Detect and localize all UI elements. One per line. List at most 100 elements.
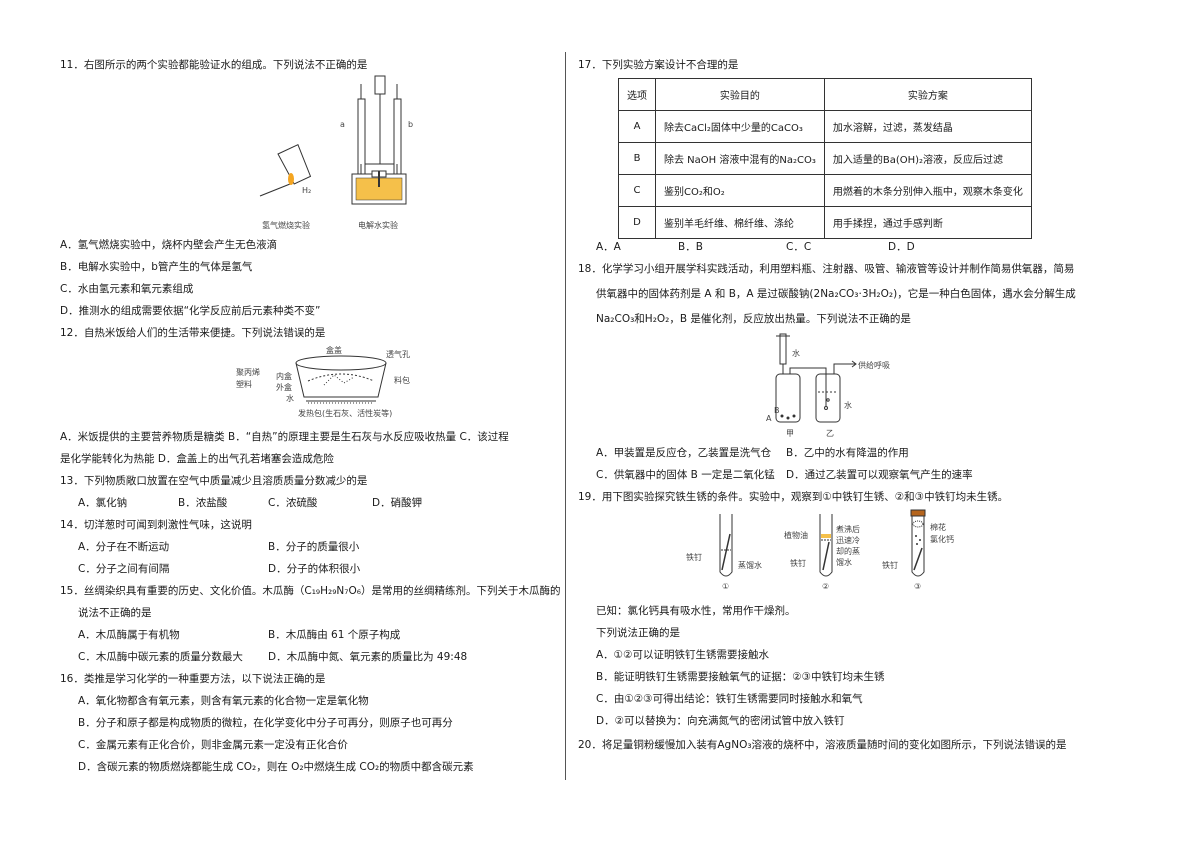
q14-option-c: C．分子之间有间隔	[78, 563, 170, 575]
q17-answer-c: C．C	[786, 241, 812, 253]
q14-option-a: A．分子在不断运动	[78, 541, 170, 553]
q19-label-cool4: 馏水	[836, 558, 852, 567]
q12-stem: 12．自热米饭给人们的生活带来便捷。下列说法错误的是	[60, 327, 326, 339]
q19-label-cool2: 迅速冷	[836, 536, 860, 545]
q11-label-a: a	[340, 120, 345, 129]
q15-stem-line1: 15．丝绸染织具有重要的历史、文化价值。木瓜酶（C₁₉H₂₉N₇O₆）是常用的丝…	[60, 585, 561, 597]
q14-stem: 14．切洋葱时可闻到刺激性气味，这说明	[60, 519, 252, 531]
q18-apparatus-drawing	[775, 333, 857, 423]
q19-label-n1: ①	[722, 582, 730, 591]
q19-label-nail2: 铁钉	[790, 559, 806, 568]
table-cell: 用手揉捏，通过手感判断	[823, 206, 1032, 239]
q12-label-outer: 外盒	[276, 383, 292, 392]
q17-answer-d: D．D	[888, 241, 915, 253]
q17-stem: 17．下列实验方案设计不合理的是	[578, 59, 739, 71]
q16-option-c: C．金属元素有正化合价，则非金属元素一定没有正化合价	[78, 739, 348, 751]
q19-option-b: B．能证明铁钉生锈需要接触氧气的证据：②③中铁钉均未生锈	[596, 671, 885, 683]
table-row: A 除去CaCl₂固体中少量的CaCO₃ 加水溶解，过滤，蒸发结晶	[618, 110, 1032, 143]
table-cell: 加入适量的Ba(OH)₂溶液，反应后过滤	[823, 142, 1032, 175]
q19-label-n2: ②	[822, 582, 830, 591]
q12-label-vent: 透气孔	[386, 350, 410, 359]
q12-label-inner: 内盒	[276, 372, 292, 381]
q12-figure: 盒盖 透气孔 聚丙烯 塑料 内盒 外盒 水 料包 发热包(生石灰、活性炭等)	[236, 345, 426, 421]
q16-option-b: B．分子和原子都是构成物质的微粒，在化学变化中分子可再分，则原子也可再分	[78, 717, 453, 729]
q13-option-a: A．氯化钠	[78, 497, 128, 509]
table-cell: A	[618, 110, 656, 143]
q15-option-a: A．木瓜酶属于有机物	[78, 629, 180, 641]
table-row: D 鉴别羊毛纤维、棉纤维、涤纶 用手揉捏，通过手感判断	[618, 206, 1032, 239]
q15-option-b: B．木瓜酶由 61 个原子构成	[268, 629, 401, 641]
q12-label-water: 水	[286, 394, 294, 403]
table-cell: B	[618, 142, 656, 175]
q18-label-supply: 供给呼吸	[858, 361, 890, 370]
q16-option-d: D．含碳元素的物质燃烧都能生成 CO₂，则在 O₂中燃烧生成 CO₂的物质中都含…	[78, 761, 474, 773]
q12-options-line1: A．米饭提供的主要营养物质是糖类 B．“自热”的原理主要是生石灰与水反应吸收热量…	[60, 431, 509, 443]
q13-option-b: B．浓盐酸	[178, 497, 228, 509]
table-header-row: 选项 实验目的 实验方案	[618, 78, 1032, 111]
q11-caption-burning: 氢气燃烧实验	[262, 221, 310, 230]
q17-answer-a: A．A	[596, 241, 621, 253]
right-column: 17．下列实验方案设计不合理的是 选项 实验目的 实验方案 A 除去CaCl₂固…	[578, 0, 1078, 849]
q12-box-drawing	[295, 355, 387, 404]
q13-option-d: D．硝酸钾	[372, 497, 423, 509]
q13-option-c: C．浓硫酸	[268, 497, 318, 509]
q11-option-b: B．电解水实验中，b管产生的气体是氢气	[60, 261, 253, 273]
q12-label-seasoning: 料包	[394, 376, 410, 385]
q18-stem-line2: 供氧器中的固体药剂是 A 和 B，A 是过碳酸钠(2Na₂CO₃·3H₂O₂)，…	[596, 288, 1076, 300]
q18-figure: 水 供给呼吸 水 A B 甲 乙	[766, 333, 916, 442]
table-row: B 除去 NaOH 溶液中混有的Na₂CO₃ 加入适量的Ba(OH)₂溶液，反应…	[618, 142, 1032, 175]
table-cell: 鉴别羊毛纤维、棉纤维、涤纶	[655, 206, 825, 239]
table-header-cell: 选项	[618, 78, 656, 111]
q16-option-a: A．氧化物都含有氧元素，则含有氧元素的化合物一定是氧化物	[78, 695, 369, 707]
q18-label-a: A	[766, 414, 772, 423]
q18-label-water1: 水	[792, 349, 800, 358]
q17-table: 选项 实验目的 实验方案 A 除去CaCl₂固体中少量的CaCO₃ 加水溶解，过…	[618, 78, 1032, 239]
q19-option-a: A．①②可以证明铁钉生锈需要接触水	[596, 649, 770, 661]
q18-label-b: B	[774, 406, 780, 415]
q11-label-b: b	[408, 120, 414, 129]
q18-label-water2: 水	[844, 401, 852, 410]
q19-label-cool3: 却的蒸	[836, 547, 860, 556]
q19-option-c: C．由①②③可得出结论：铁钉生锈需要同时接触水和氧气	[596, 693, 863, 705]
q20-stem: 20．将足量铜粉缓慢加入装有AgNO₃溶液的烧杯中，溶液质量随时间的变化如图所示…	[578, 739, 1067, 751]
q14-option-d: D．分子的体积很小	[268, 563, 361, 575]
q18-option-b: B．乙中的水有降温的作用	[786, 447, 909, 459]
q19-label-cotton: 棉花	[930, 523, 946, 532]
q19-option-d: D．②可以替换为：向充满氮气的密闭试管中放入铁钉	[596, 715, 845, 727]
q18-option-a: A．甲装置是反应仓，乙装置是洗气仓	[596, 447, 772, 459]
q11-caption-electrolysis: 电解水实验	[358, 221, 398, 230]
q19-label-nail1: 铁钉	[686, 553, 702, 562]
q12-options-line2: 是化学能转化为热能 D．盒盖上的出气孔若堵塞会造成危险	[60, 453, 334, 465]
q18-option-c: C．供氧器中的固体 B 一定是二氧化锰	[596, 469, 775, 481]
q11-option-a: A．氢气燃烧实验中，烧杯内壁会产生无色液滴	[60, 239, 278, 251]
table-header-cell: 实验目的	[655, 78, 825, 111]
q19-figure: 铁钉 蒸馏水 植物油 煮沸后 迅速冷 却的蒸 馏水 铁钉 棉花 氯化钙 铁钉 ①…	[686, 509, 976, 594]
table-cell: 用燃着的木条分别伸入瓶中，观察木条变化	[823, 174, 1032, 207]
q19-ask: 下列说法正确的是	[596, 627, 680, 639]
q17-answer-b: B．B	[678, 241, 703, 253]
q18-label-yi: 乙	[826, 429, 834, 438]
q19-tubes-drawing	[719, 509, 926, 577]
q18-stem-line1: 18．化学学习小组开展学科实践活动，利用塑料瓶、注射器、吸管、输液管等设计并制作…	[578, 263, 1075, 275]
q19-label-distilled-water: 蒸馏水	[738, 561, 762, 570]
q11-stem: 11．右图所示的两个实验都能验证水的组成。下列说法不正确的是	[60, 59, 368, 71]
q12-label-heat-pack: 发热包(生石灰、活性炭等)	[298, 409, 393, 418]
q11-option-c: C．水由氢元素和氧元素组成	[60, 283, 194, 295]
q18-stem-line3: Na₂CO₃和H₂O₂，B 是催化剂，反应放出热量。下列说法不正确的是	[596, 313, 911, 325]
q13-stem: 13．下列物质敞口放置在空气中质量减少且溶质质量分数减少的是	[60, 475, 368, 487]
q14-option-b: B．分子的质量很小	[268, 541, 360, 553]
q12-label-pp2: 塑料	[236, 380, 252, 389]
q11-figure: H₂ a b 氢气燃烧实验 电解水实验	[240, 74, 440, 234]
column-divider	[565, 52, 566, 780]
q19-label-cacl2: 氯化钙	[930, 535, 954, 544]
table-cell: 加水溶解，过滤，蒸发结晶	[823, 110, 1032, 143]
q12-label-pp1: 聚丙烯	[236, 368, 260, 377]
q15-stem-line2: 说法不正确的是	[78, 607, 152, 619]
q11-label-h2: H₂	[302, 186, 312, 195]
q11-apparatus-drawing	[259, 75, 407, 205]
table-header-cell: 实验方案	[823, 78, 1032, 111]
q15-option-c: C．木瓜酶中碳元素的质量分数最大	[78, 651, 243, 663]
q19-known: 已知：氯化钙具有吸水性，常用作干燥剂。	[596, 605, 796, 617]
table-row: C 鉴别CO₂和O₂ 用燃着的木条分别伸入瓶中，观察木条变化	[618, 174, 1032, 207]
table-cell: 除去CaCl₂固体中少量的CaCO₃	[655, 110, 825, 143]
